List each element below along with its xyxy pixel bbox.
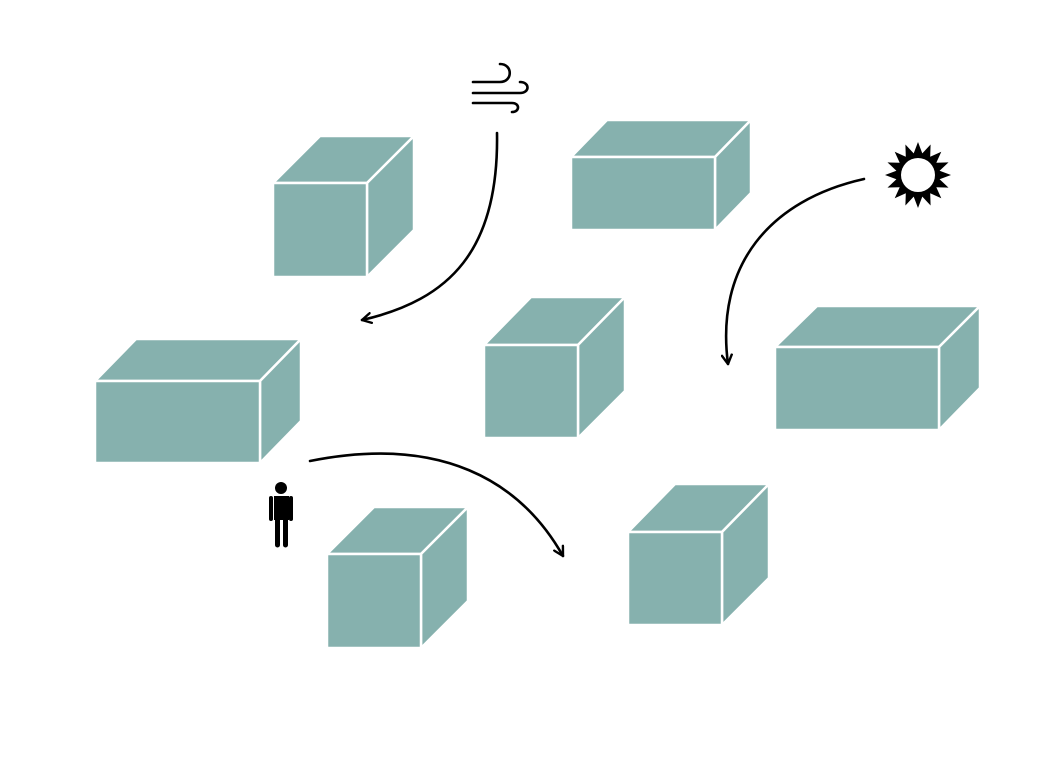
wind-icon (471, 62, 529, 114)
building-block-6 (325, 505, 470, 650)
building-block-3 (93, 337, 303, 465)
building-block-2 (569, 118, 753, 232)
person-icon (269, 482, 293, 548)
pedestrian-path-arrow (308, 452, 565, 558)
sunlight-arrow (726, 177, 866, 366)
building-block-7-front (626, 530, 724, 627)
building-block-7 (626, 482, 771, 627)
wind-flow-arrow (360, 131, 499, 320)
building-block-6-front (325, 552, 423, 650)
building-block-3-front (93, 379, 262, 465)
sun-icon (885, 142, 951, 208)
building-block-1-front (271, 181, 369, 279)
building-block-4 (482, 295, 627, 440)
building-block-5 (773, 304, 982, 432)
building-block-4-front (482, 343, 580, 440)
building-block-5-front (773, 345, 941, 432)
building-block-2-front (569, 155, 717, 232)
building-block-1 (271, 134, 416, 279)
